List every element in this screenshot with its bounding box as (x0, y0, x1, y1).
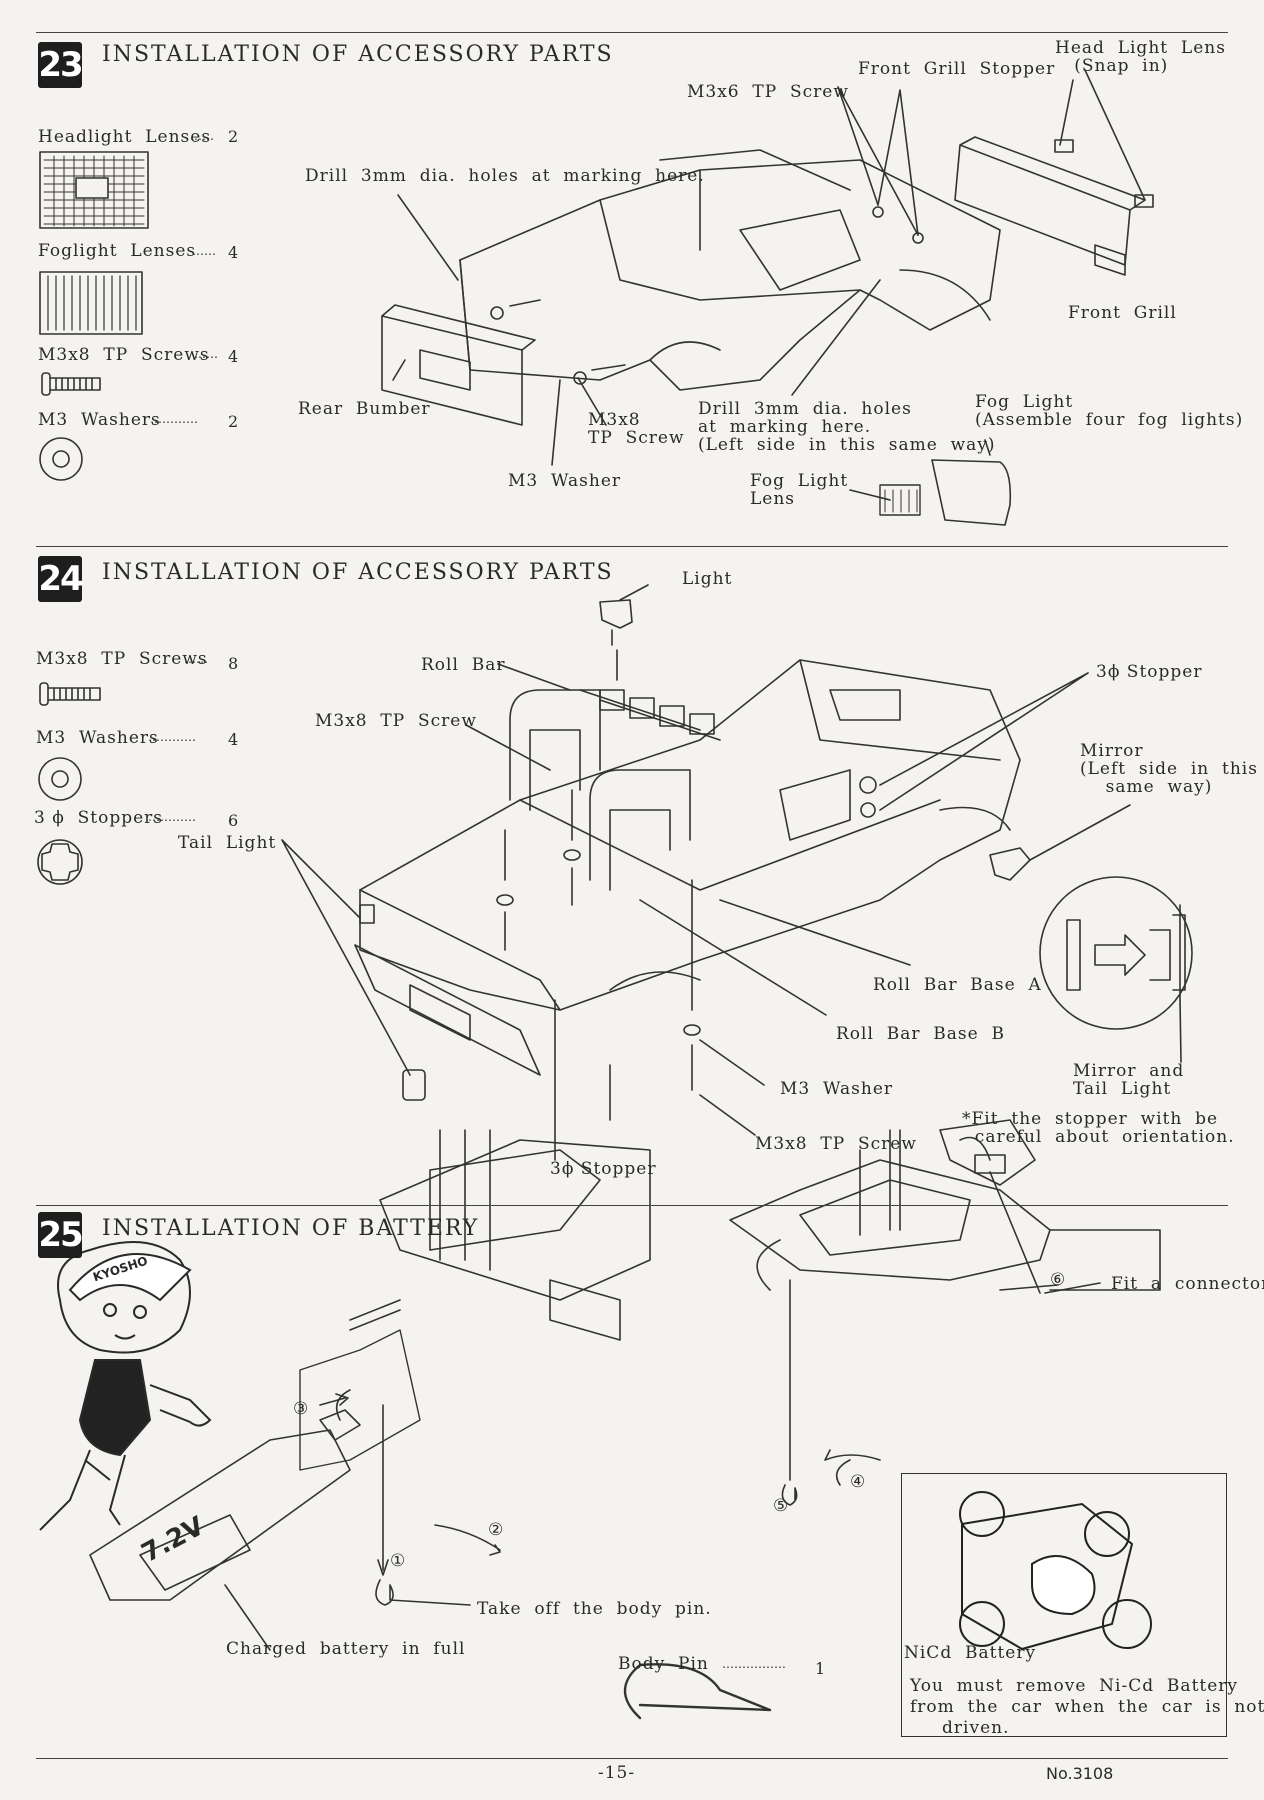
nicd-warning-box (901, 1473, 1227, 1737)
step-number-badge: 25 (38, 1212, 84, 1258)
foglight-lens-icon (39, 271, 143, 335)
section-title: INSTALLATION OF ACCESSORY PARTS (102, 42, 614, 67)
note-stopper-orientation: *Fit the stopper with be careful about o… (962, 1109, 1235, 1147)
part-qty: 6 (228, 811, 240, 830)
label-stopper: 3ϕ Stopper (1096, 662, 1203, 682)
label-front-grill: Front Grill (1068, 303, 1177, 323)
headlight-lens-icon (39, 151, 149, 229)
label-drill-holes-top: Drill 3mm dia. holes at marking here. (305, 166, 705, 186)
page-number: -15- (598, 1763, 636, 1783)
label-body-pin: Body Pin (618, 1654, 709, 1674)
step-marker: ④ (850, 1472, 867, 1492)
part-leader: ………… (148, 730, 196, 744)
part-name: 3 ϕ Stoppers (34, 808, 164, 828)
label-fit-connector: Fit a connector. (1111, 1274, 1264, 1294)
part-name: Headlight Lenses (38, 127, 212, 147)
label-roll-bar-base-a: Roll Bar Base A (873, 975, 1042, 995)
label-tail-light: Tail Light (178, 833, 277, 853)
part-qty: 4 (228, 347, 240, 366)
section-divider (36, 546, 1228, 547)
step-marker: ① (390, 1551, 407, 1571)
part-qty: 2 (228, 412, 240, 431)
step-number-badge: 24 (38, 556, 84, 602)
part-leader: …… (184, 652, 208, 666)
part-name: M3 Washers (38, 410, 161, 430)
label-m3x8-tp-screw: M3x8 TP Screw (755, 1134, 917, 1154)
label-rear-bumber: Rear Bumber (298, 399, 431, 419)
part-qty: 8 (228, 654, 240, 673)
car-over-battery-illustration (959, 1491, 1152, 1651)
label-stopper: 3ϕ Stopper (550, 1159, 657, 1179)
document-number: No.3108 (1046, 1764, 1114, 1783)
label-take-off-body-pin: Take off the body pin. (477, 1599, 712, 1619)
label-fog-light: Fog Light (Assemble four fog lights) (975, 392, 1244, 430)
label-roll-bar-base-b: Roll Bar Base B (836, 1024, 1005, 1044)
part-leader: …… (192, 244, 216, 258)
step-marker: ② (488, 1520, 505, 1540)
label-head-light-lens: Head Light Lens (Snap in) (1055, 38, 1226, 76)
label-light: Light (682, 569, 733, 589)
part-qty: 4 (228, 243, 240, 262)
label-fog-light-lens: Fog Light Lens (750, 471, 849, 509)
part-leader: ……………. (722, 1657, 786, 1671)
bottom-rule (36, 1758, 1228, 1759)
nicd-warning-text: You must remove Ni-Cd Battery from the c… (910, 1676, 1264, 1738)
part-name: M3x8 TP Screws (36, 649, 208, 669)
section-title: INSTALLATION OF ACCESSORY PARTS (102, 560, 614, 585)
label-drill-holes-bottom: Drill 3mm dia. holes at marking here. (L… (698, 399, 996, 455)
label-m3-washer: M3 Washer (508, 471, 622, 491)
part-name: M3 Washers (36, 728, 159, 748)
screw-icon (41, 372, 101, 396)
step-number-badge: 23 (38, 42, 84, 88)
label-m3x6-tp-screw: M3x6 TP Screw (687, 82, 849, 102)
part-name: M3x8 TP Screws (38, 345, 210, 365)
part-qty: 4 (228, 730, 240, 749)
label-nicd-battery: NiCd Battery (904, 1643, 1037, 1663)
part-leader: …… (194, 347, 218, 361)
label-m3x8-tp-screw: M3x8 TP Screw (315, 711, 477, 731)
label-front-grill-stopper: Front Grill Stopper (858, 59, 1056, 79)
top-rule (36, 32, 1228, 33)
section-title: INSTALLATION OF BATTERY (102, 1216, 480, 1241)
body-pin-qty: 1 (815, 1659, 827, 1678)
label-roll-bar: Roll Bar (421, 655, 506, 675)
step-marker: ③ (293, 1399, 310, 1419)
part-name: Foglight Lenses (38, 241, 197, 261)
part-qty: 2 (228, 127, 240, 146)
part-leader: …… (190, 129, 214, 143)
label-mirror-and-tail-light: Mirror and Tail Light (1073, 1061, 1185, 1099)
section-divider (36, 1205, 1228, 1206)
label-m3x8-tp-screw: M3x8 TP Screw (588, 410, 685, 448)
part-leader: ………… (150, 412, 198, 426)
label-m3-washer: M3 Washer (780, 1079, 894, 1099)
label-mirror: Mirror (Left side in this same way) (1080, 741, 1258, 797)
step-marker: ⑤ (773, 1496, 790, 1516)
label-charged-battery: Charged battery in full (226, 1639, 466, 1659)
step-marker: ⑥ (1050, 1270, 1067, 1290)
part-leader: ………… (148, 810, 196, 824)
